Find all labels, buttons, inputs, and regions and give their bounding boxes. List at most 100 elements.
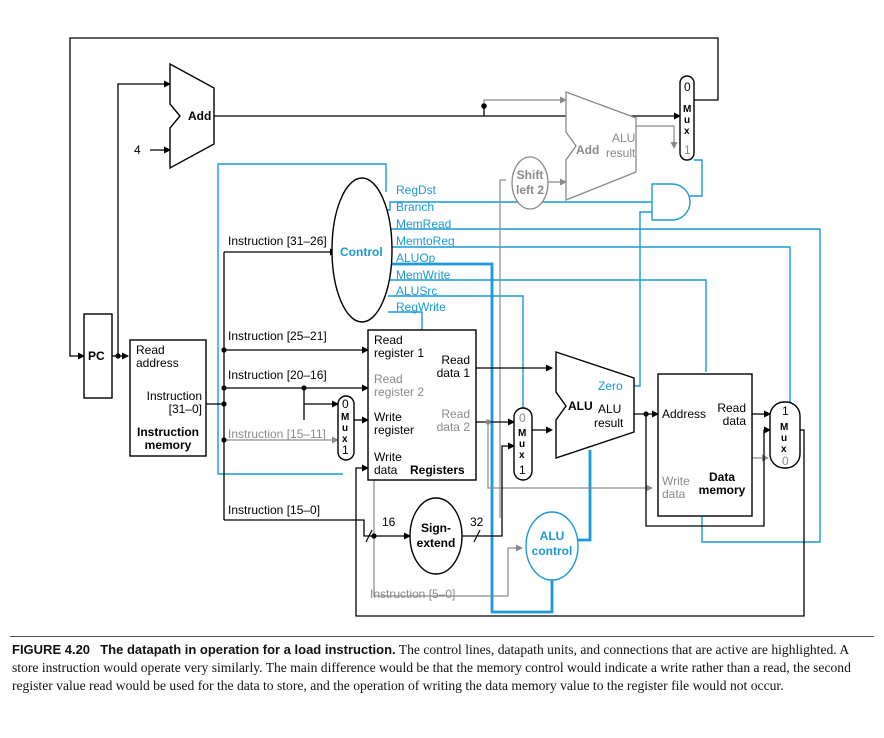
svg-text:Instruction: Instruction xyxy=(147,389,202,403)
svg-text:data 2: data 2 xyxy=(437,420,471,434)
main-alu: ALU Zero ALU result xyxy=(555,351,635,459)
svg-text:PC: PC xyxy=(88,349,105,363)
label-instr-15-0: Instruction [15–0] xyxy=(228,503,320,517)
svg-text:Address: Address xyxy=(662,407,706,421)
svg-text:u: u xyxy=(519,439,525,450)
label-instr-31-26: Instruction [31–26] xyxy=(228,234,327,248)
svg-text:Read: Read xyxy=(441,353,470,367)
control-unit: Control xyxy=(331,177,393,323)
wire-memtoreg xyxy=(388,246,791,402)
svg-text:0: 0 xyxy=(782,454,789,468)
wire-regdst xyxy=(217,163,387,475)
constant-four: 4 xyxy=(134,143,141,157)
shift-left-2: Shift left 2 xyxy=(511,156,549,210)
alusrc-mux: 0 M u x 1 xyxy=(513,407,533,481)
branch-adder: Add ALU result xyxy=(565,91,637,201)
label-instr-15-11: Instruction [15–11] xyxy=(228,427,326,441)
pc-adder: Add xyxy=(169,62,215,170)
svg-text:Write: Write xyxy=(662,474,690,488)
wire-and-out xyxy=(690,159,703,197)
svg-text:Registers: Registers xyxy=(410,463,465,477)
svg-text:Control: Control xyxy=(340,245,383,259)
svg-text:Sign-: Sign- xyxy=(421,521,451,535)
svg-text:data: data xyxy=(662,487,686,501)
wire-alusrc xyxy=(388,295,524,408)
svg-text:u: u xyxy=(781,433,787,444)
svg-text:Write: Write xyxy=(374,410,402,424)
svg-text:1: 1 xyxy=(342,443,349,457)
svg-text:ALU: ALU xyxy=(598,402,621,416)
svg-text:Read: Read xyxy=(136,343,165,357)
svg-text:ALUOp: ALUOp xyxy=(396,251,436,265)
svg-text:extend: extend xyxy=(417,536,456,550)
figure-title: The datapath in operation for a load ins… xyxy=(100,642,396,657)
svg-text:0: 0 xyxy=(684,80,691,94)
svg-text:0: 0 xyxy=(519,411,526,425)
svg-text:1: 1 xyxy=(684,143,691,157)
svg-text:register 1: register 1 xyxy=(374,346,424,360)
figure-caption: FIGURE 4.20 The datapath in operation fo… xyxy=(12,641,876,695)
svg-text:M: M xyxy=(780,422,788,433)
svg-text:Read: Read xyxy=(441,407,470,421)
bus-width-marks xyxy=(365,529,481,543)
svg-text:left 2: left 2 xyxy=(516,183,544,197)
svg-text:Data: Data xyxy=(709,470,735,484)
svg-text:1: 1 xyxy=(519,463,526,477)
svg-text:Branch: Branch xyxy=(396,200,434,214)
svg-text:ALUSrc: ALUSrc xyxy=(396,284,437,298)
svg-text:Add: Add xyxy=(188,109,211,123)
svg-text:M: M xyxy=(341,412,349,423)
regdst-mux: 0 M u x 1 xyxy=(337,395,355,461)
wire-memread xyxy=(388,228,821,543)
svg-text:Write: Write xyxy=(374,450,402,464)
memtoreg-mux: 1 M u x 0 xyxy=(769,401,801,469)
svg-text:x: x xyxy=(781,444,787,455)
width-16: 16 xyxy=(382,515,396,529)
wire-zero xyxy=(634,211,652,387)
svg-text:u: u xyxy=(342,423,348,434)
svg-text:x: x xyxy=(684,126,690,137)
svg-text:ALU: ALU xyxy=(612,131,635,145)
svg-text:RegDst: RegDst xyxy=(396,183,437,197)
svg-text:result: result xyxy=(606,146,636,160)
sign-extend: Sign- extend xyxy=(409,497,463,575)
svg-text:data: data xyxy=(374,463,398,477)
svg-text:data 1: data 1 xyxy=(437,366,471,380)
pc-source-mux: 0 M u x 1 xyxy=(679,75,695,161)
label-instr-5-0: Instruction [5–0] xyxy=(370,587,455,601)
pc-register: PC xyxy=(83,313,113,399)
svg-text:Instruction: Instruction xyxy=(137,425,199,439)
instruction-memory: Read address Instruction [31–0] Instruct… xyxy=(129,339,207,457)
svg-text:0: 0 xyxy=(342,397,349,411)
wire-regwrite xyxy=(388,311,423,330)
label-instr-25-21: Instruction [25–21] xyxy=(228,329,327,343)
svg-text:MemtoReg: MemtoReg xyxy=(396,234,455,248)
svg-text:Read: Read xyxy=(374,333,403,347)
figure-body: The control lines, datapath units, and c… xyxy=(12,642,851,693)
svg-text:x: x xyxy=(342,434,348,445)
svg-text:memory: memory xyxy=(699,483,746,497)
branch-and-gate xyxy=(651,183,691,221)
svg-text:result: result xyxy=(594,416,624,430)
svg-text:Read: Read xyxy=(374,372,403,386)
svg-text:Shift: Shift xyxy=(517,168,544,182)
svg-text:Read: Read xyxy=(717,401,746,415)
caption-divider xyxy=(10,636,874,637)
data-memory: Address Read data Write data Data memory xyxy=(657,373,753,517)
inactive-wires xyxy=(226,96,769,597)
control-signal-labels: RegDst Branch MemRead MemtoReg ALUOp Mem… xyxy=(396,183,455,314)
svg-text:RegWrite: RegWrite xyxy=(396,300,446,314)
register-file: Read register 1 Read register 2 Write re… xyxy=(367,329,477,481)
svg-text:Add: Add xyxy=(576,143,599,157)
svg-text:MemWrite: MemWrite xyxy=(396,268,451,282)
wire-memwrite xyxy=(388,279,707,372)
svg-text:address: address xyxy=(136,356,179,370)
svg-text:data: data xyxy=(723,414,747,428)
width-32: 32 xyxy=(470,515,484,529)
svg-text:x: x xyxy=(519,450,525,461)
svg-text:u: u xyxy=(684,115,690,126)
svg-text:register: register xyxy=(374,423,414,437)
svg-text:ALU: ALU xyxy=(540,529,565,543)
alu-control: ALU control xyxy=(525,511,579,581)
svg-text:[31–0]: [31–0] xyxy=(169,402,202,416)
